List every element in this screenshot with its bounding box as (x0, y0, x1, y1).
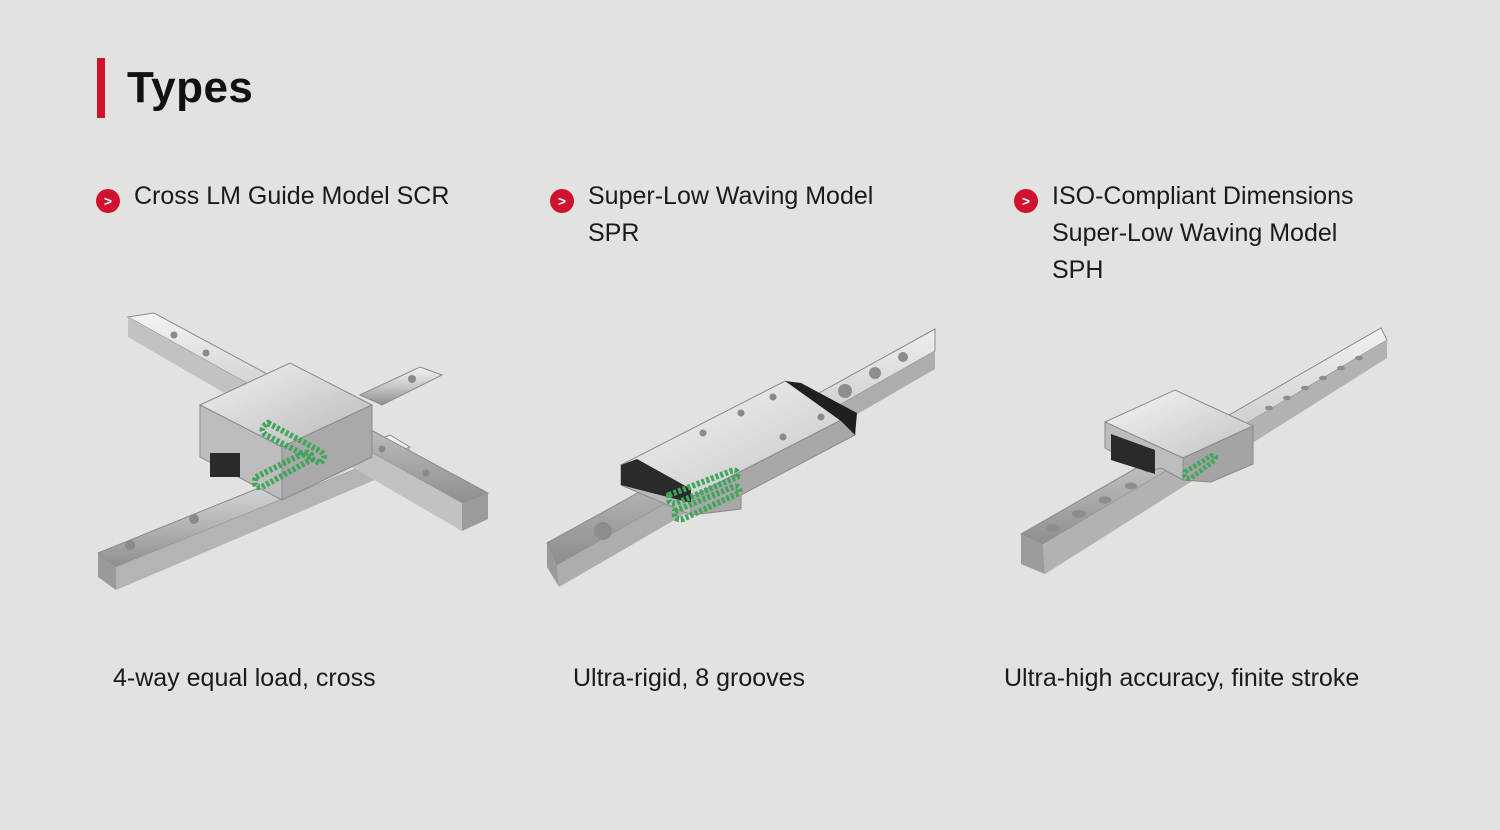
product-card-spr: > Super-Low Waving Model SPR (550, 178, 873, 252)
chevron-right-icon: > (550, 189, 574, 213)
title-accent-bar (97, 58, 105, 118)
product-title-line: ISO-Compliant Dimensions (1052, 182, 1354, 210)
product-caption: Ultra-high accuracy, finite stroke (1004, 664, 1360, 692)
page-header: Types (97, 58, 253, 118)
chevron-right-icon: > (1014, 189, 1038, 213)
product-card-scr: > Cross LM Guide Model SCR (96, 178, 449, 215)
product-title-line: Super-Low Waving Model (588, 182, 874, 210)
product-title-line: SPH (1052, 256, 1104, 284)
product-card-sph: > ISO-Compliant Dimensions Super-Low Wav… (1014, 178, 1354, 289)
product-title-line: Super-Low Waving Model (1052, 219, 1338, 247)
product-title: ISO-Compliant Dimensions Super-Low Wavin… (1052, 178, 1354, 289)
product-title-line: Cross LM Guide Model SCR (134, 182, 450, 210)
page-title: Types (127, 63, 254, 112)
product-title: Super-Low Waving Model SPR (588, 178, 873, 252)
product-title-line: SPR (588, 219, 640, 247)
chevron-right-icon: > (96, 189, 120, 213)
cross-lm-guide-product-image (97, 312, 490, 590)
product-title: Cross LM Guide Model SCR (134, 178, 449, 215)
iso-compliant-sph-product-image (1019, 327, 1388, 574)
product-caption: 4-way equal load, cross (113, 664, 376, 692)
super-low-waving-spr-product-image (546, 328, 936, 587)
product-caption: Ultra-rigid, 8 grooves (573, 664, 806, 692)
